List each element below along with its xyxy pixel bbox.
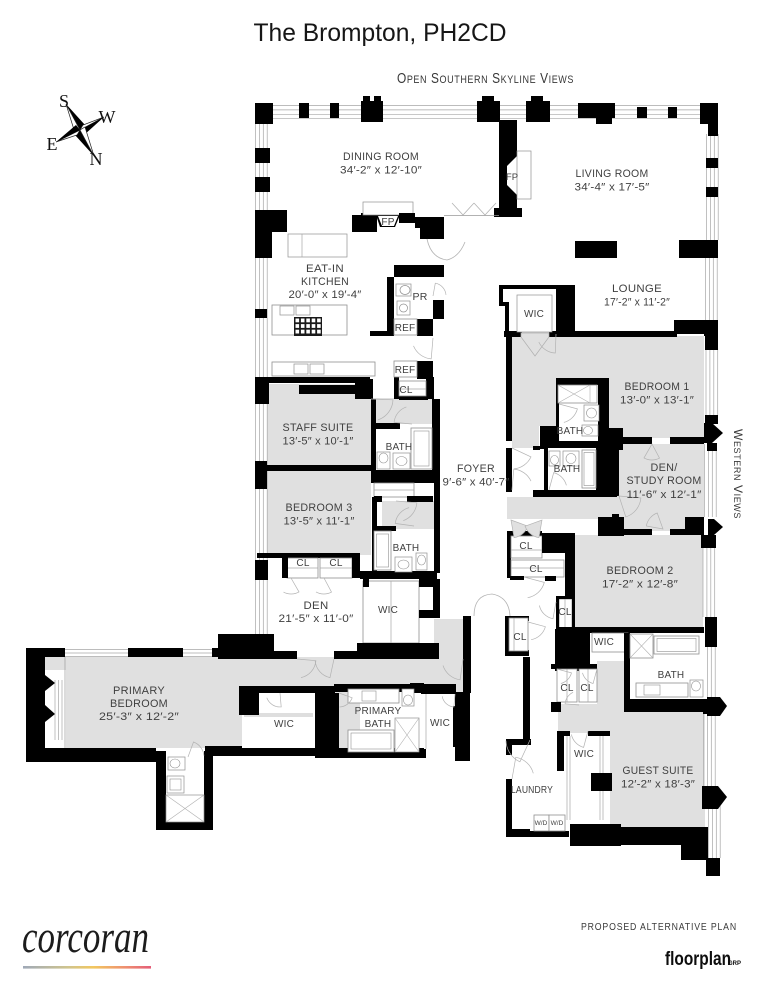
svg-text:W/D: W/D xyxy=(535,820,548,827)
svg-text:The Brompton, PH2CD: The Brompton, PH2CD xyxy=(254,19,507,47)
svg-text:CL: CL xyxy=(513,632,526,643)
svg-text:9′-6″ x 40′-7″: 9′-6″ x 40′-7″ xyxy=(443,477,510,489)
svg-text:34′-2″ x 12′-10″: 34′-2″ x 12′-10″ xyxy=(340,165,422,177)
svg-text:WIC: WIC xyxy=(594,637,614,648)
svg-text:CL: CL xyxy=(519,541,532,552)
svg-text:GRP: GRP xyxy=(728,961,741,967)
svg-text:CL: CL xyxy=(399,385,412,396)
svg-text:25′-3″ x 12′-2″: 25′-3″ x 12′-2″ xyxy=(99,711,179,723)
svg-text:17′-2″ x 11′-2″: 17′-2″ x 11′-2″ xyxy=(604,297,670,309)
svg-text:DEN/: DEN/ xyxy=(651,462,679,474)
svg-text:N: N xyxy=(90,149,103,169)
svg-text:BATH: BATH xyxy=(365,719,392,730)
svg-text:WIC: WIC xyxy=(274,719,294,730)
svg-text:GUEST SUITE: GUEST SUITE xyxy=(623,765,694,777)
svg-text:BATH: BATH xyxy=(554,464,581,475)
svg-text:EAT-IN: EAT-IN xyxy=(306,263,344,275)
svg-text:WIC: WIC xyxy=(574,749,594,760)
svg-text:34′-4″ x 17′-5″: 34′-4″ x 17′-5″ xyxy=(575,182,650,194)
svg-text:DINING ROOM: DINING ROOM xyxy=(343,151,419,163)
svg-text:REF: REF xyxy=(395,323,416,334)
svg-text:DEN: DEN xyxy=(304,600,329,612)
svg-text:WESTERN VIEWS: WESTERN VIEWS xyxy=(731,429,745,519)
svg-text:S: S xyxy=(59,91,69,111)
svg-text:OPEN SOUTHERN SKYLINE VIEWS: OPEN SOUTHERN SKYLINE VIEWS xyxy=(397,71,574,87)
svg-text:BEDROOM 3: BEDROOM 3 xyxy=(286,502,353,514)
svg-text:BEDROOM: BEDROOM xyxy=(110,698,168,710)
svg-text:STAFF SUITE: STAFF SUITE xyxy=(283,422,354,434)
svg-text:WIC: WIC xyxy=(430,718,450,729)
svg-text:LAUNDRY: LAUNDRY xyxy=(511,784,553,796)
svg-text:LIVING ROOM: LIVING ROOM xyxy=(576,168,649,180)
svg-text:BEDROOM 1: BEDROOM 1 xyxy=(625,381,690,393)
svg-text:13′-0″ x 13′-1″: 13′-0″ x 13′-1″ xyxy=(620,395,694,407)
svg-text:STUDY ROOM: STUDY ROOM xyxy=(627,475,702,487)
svg-text:WIC: WIC xyxy=(378,605,398,616)
svg-text:CL: CL xyxy=(560,683,573,694)
svg-text:13′-5″ x 10′-1″: 13′-5″ x 10′-1″ xyxy=(283,436,354,448)
svg-text:CL: CL xyxy=(296,558,309,569)
svg-text:BATH: BATH xyxy=(658,670,685,681)
svg-text:PR: PR xyxy=(413,291,428,303)
svg-text:FP: FP xyxy=(506,172,518,183)
svg-text:11′-6″ x 12′-1″: 11′-6″ x 12′-1″ xyxy=(627,489,702,501)
svg-text:PRIMARY: PRIMARY xyxy=(355,706,402,717)
svg-text:W: W xyxy=(99,107,116,127)
svg-text:12′-2″ x 18′-3″: 12′-2″ x 18′-3″ xyxy=(621,779,695,791)
svg-text:BEDROOM 2: BEDROOM 2 xyxy=(607,565,674,577)
svg-text:20′-0″ x 19′-4″: 20′-0″ x 19′-4″ xyxy=(289,289,362,301)
svg-text:floorplan: floorplan xyxy=(665,949,731,970)
svg-text:CL: CL xyxy=(329,558,342,569)
svg-text:13′-5″ x 11′-1″: 13′-5″ x 11′-1″ xyxy=(284,516,355,528)
svg-text:REF: REF xyxy=(395,365,416,376)
svg-text:PROPOSED ALTERNATIVE PLAN: PROPOSED ALTERNATIVE PLAN xyxy=(581,921,737,933)
svg-text:CL: CL xyxy=(558,607,571,618)
svg-text:corcoran: corcoran xyxy=(22,911,149,962)
svg-text:21′-5″ x 11′-0″: 21′-5″ x 11′-0″ xyxy=(279,613,354,625)
svg-text:WIC: WIC xyxy=(524,309,544,320)
svg-text:17′-2″ x 12′-8″: 17′-2″ x 12′-8″ xyxy=(602,579,678,591)
svg-text:CL: CL xyxy=(529,564,542,575)
svg-text:BATH: BATH xyxy=(393,543,420,554)
svg-text:BATH: BATH xyxy=(386,442,413,453)
svg-text:LOUNGE: LOUNGE xyxy=(612,283,662,295)
svg-text:W/D: W/D xyxy=(551,820,564,827)
svg-text:BATH: BATH xyxy=(557,426,584,437)
svg-text:FOYER: FOYER xyxy=(457,463,495,475)
svg-text:PRIMARY: PRIMARY xyxy=(113,685,165,697)
svg-text:FP: FP xyxy=(381,217,394,228)
svg-text:E: E xyxy=(47,134,58,154)
svg-text:CL: CL xyxy=(580,683,593,694)
svg-text:KITCHEN: KITCHEN xyxy=(301,276,349,288)
